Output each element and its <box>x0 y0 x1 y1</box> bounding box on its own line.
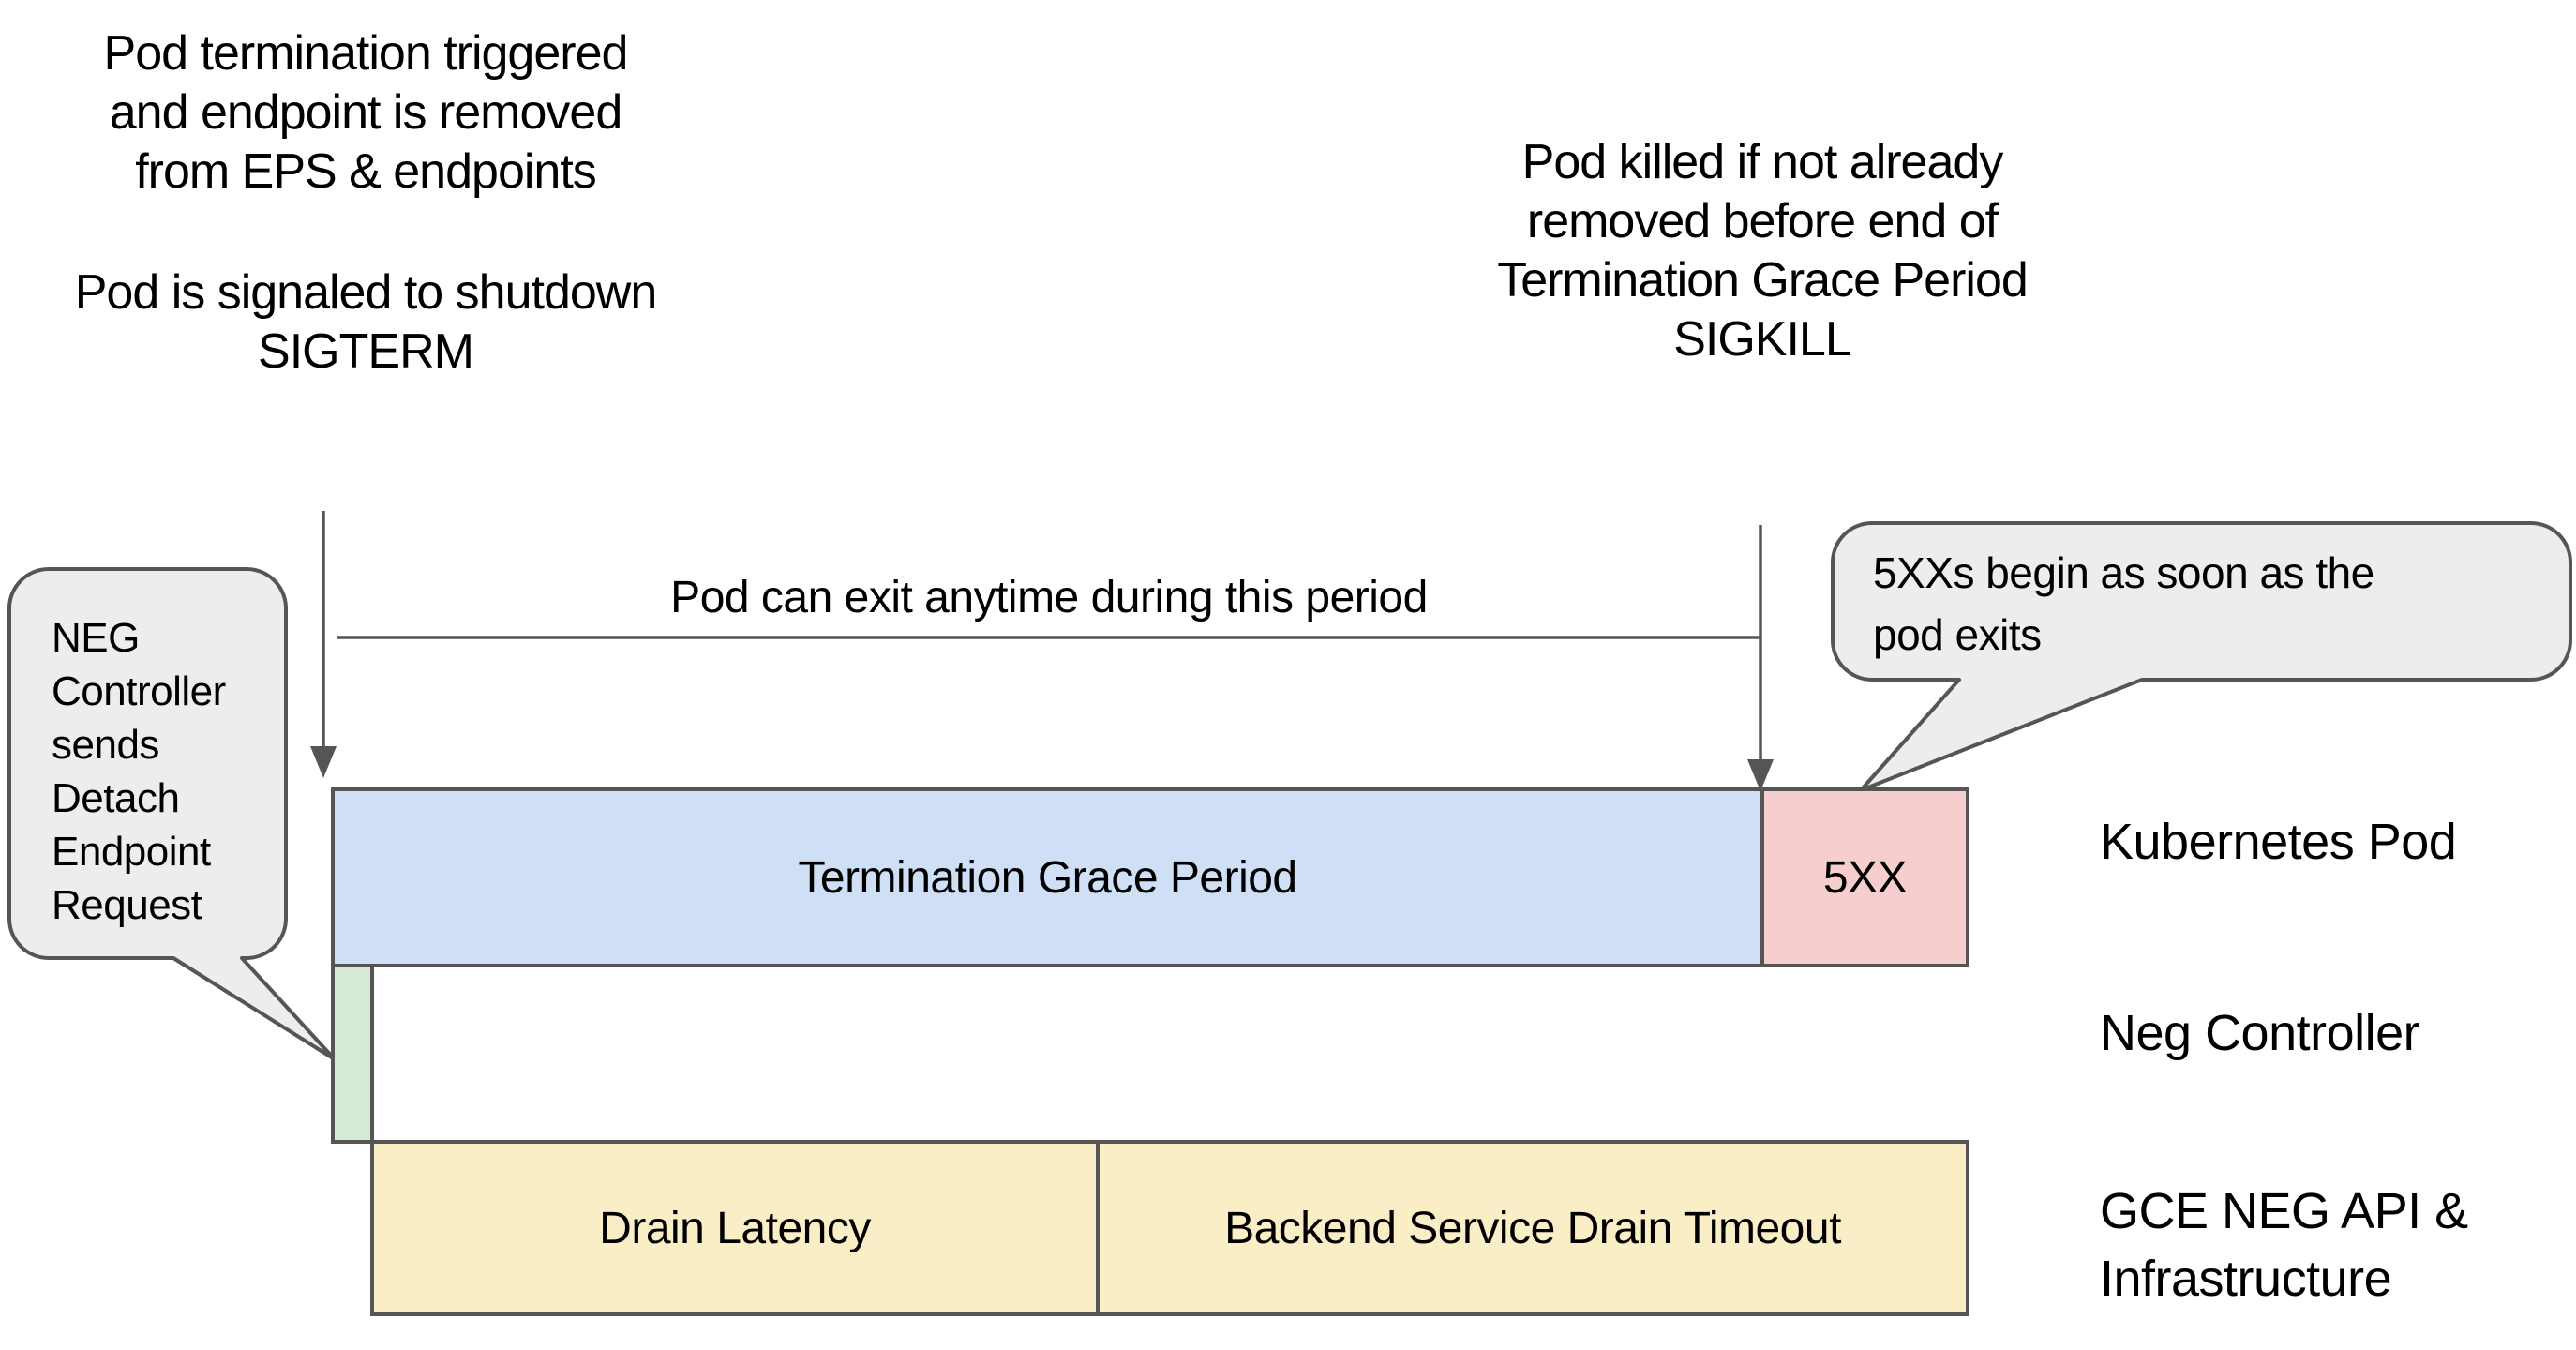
annotation-line: SIGKILL <box>1673 312 1852 367</box>
annotation-pod-termination: Pod termination triggered and endpoint i… <box>37 24 694 382</box>
bubble-line: Detach <box>52 775 180 821</box>
bar-detach-endpoint-request <box>331 964 374 1144</box>
sigterm-arrowhead <box>310 746 337 778</box>
bar-5xx: 5XX <box>1760 788 1969 968</box>
bar-drain-latency-label: Drain Latency <box>599 1203 871 1253</box>
bubble-line: Endpoint <box>52 829 211 875</box>
row-label-gce-line2: Infrastructure <box>2100 1251 2392 1307</box>
bubble-line: pod exits <box>1873 610 2042 659</box>
bar-5xx-label: 5XX <box>1822 852 1908 903</box>
bubble-line: Request <box>52 882 202 928</box>
annotation-line: Pod killed if not already <box>1521 135 2004 189</box>
annotation-line: Pod is signaled to shutdown <box>74 265 658 320</box>
bar-termination-grace-period: Termination Grace Period <box>331 788 1764 968</box>
bar-backend-service-drain-timeout-label: Backend Service Drain Timeout <box>1224 1203 1841 1253</box>
row-label-kubernetes-pod: Kubernetes Pod <box>2100 814 2457 870</box>
bubble-line: Controller <box>52 668 226 714</box>
bar-backend-service-drain-timeout: Backend Service Drain Timeout <box>1096 1140 1969 1316</box>
annotation-line: SIGTERM <box>258 324 474 379</box>
speech-bubble-neg-controller-shape <box>7 567 337 1061</box>
sigkill-arrow <box>1747 525 1774 791</box>
bar-termination-grace-period-label: Termination Grace Period <box>798 852 1297 903</box>
speech-bubble-neg-controller-text: NEG Controller sends Detach Endpoint Req… <box>52 611 226 932</box>
row-label-gce: GCE NEG API & Infrastructure <box>2100 1178 2468 1312</box>
annotation-line: from EPS & endpoints <box>135 144 597 199</box>
bubble-line: 5XXs begin as soon as the <box>1873 548 2374 597</box>
bar-drain-latency: Drain Latency <box>370 1140 1100 1316</box>
sigkill-arrowhead <box>1747 759 1774 791</box>
annotation-pod-killed: Pod killed if not already removed before… <box>1453 133 2072 369</box>
bubble-line: sends <box>52 722 159 768</box>
speech-bubble-5xx-shape <box>1831 521 2572 792</box>
bubble-line: NEG <box>52 615 140 661</box>
annotation-line: and endpoint is removed <box>109 85 623 140</box>
row-label-gce-line1: GCE NEG API & <box>2100 1183 2468 1239</box>
annotation-line: Termination Grace Period <box>1497 253 2029 308</box>
annotation-line: Pod termination triggered <box>103 26 629 81</box>
speech-bubble-5xx-text: 5XXs begin as soon as the pod exits <box>1873 542 2374 666</box>
row-label-neg-controller: Neg Controller <box>2100 1005 2420 1061</box>
annotation-line: removed before end of <box>1526 194 1999 248</box>
exit-period-label: Pod can exit anytime during this period <box>670 573 1428 622</box>
sigterm-arrow <box>310 511 337 778</box>
